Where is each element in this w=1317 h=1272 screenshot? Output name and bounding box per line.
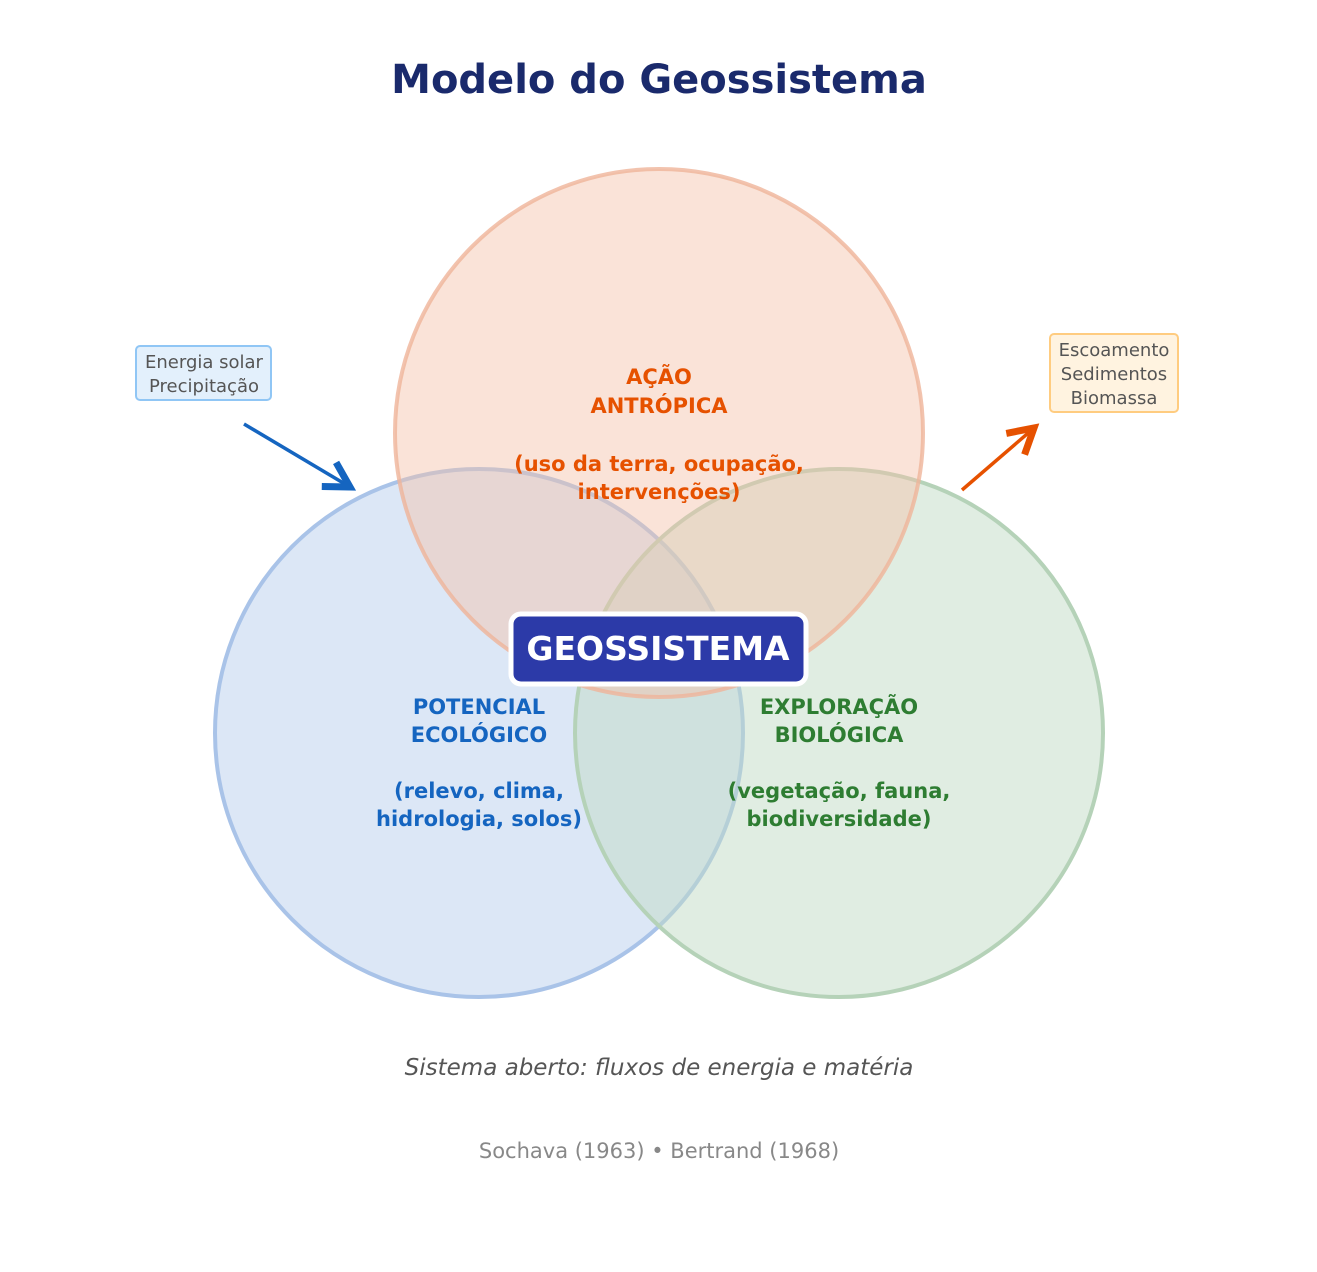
label-line: EXPLORAÇÃO: [760, 694, 918, 719]
label-line: AÇÃO: [626, 364, 692, 389]
label-line: ECOLÓGICO: [411, 722, 547, 747]
caption: Sistema aberto: fluxos de energia e maté…: [405, 1055, 914, 1081]
label-exploracao-biologica: EXPLORAÇÃO BIOLÓGICA (vegetação, fauna, …: [728, 694, 951, 831]
label-line: (uso da terra, ocupação,: [514, 452, 804, 476]
label-line: (vegetação, fauna,: [728, 779, 951, 803]
label-potencial-ecologico: POTENCIAL ECOLÓGICO (relevo, clima, hidr…: [376, 695, 582, 831]
label-line: BIOLÓGICA: [775, 722, 905, 747]
label-line: biodiversidade): [747, 807, 932, 831]
page-title: Modelo do Geossistema: [391, 57, 927, 103]
inputs-line: Energia solar: [145, 352, 264, 373]
outputs-line: Sedimentos: [1061, 364, 1167, 385]
label-acao-antropica: AÇÃO ANTRÓPICA (uso da terra, ocupação, …: [514, 364, 804, 504]
geossistema-box: [508, 611, 809, 687]
label-line: ANTRÓPICA: [590, 393, 728, 418]
label-line: (relevo, clima,: [394, 779, 564, 803]
input-arrow: [243, 422, 350, 487]
inputs-box: [135, 345, 272, 401]
inputs-line: Precipitação: [149, 376, 259, 397]
circle-acao-antropica: [393, 167, 925, 699]
outputs-box: [1049, 333, 1179, 413]
outputs-line: Biomassa: [1071, 388, 1158, 409]
outputs-line: Escoamento: [1059, 340, 1170, 361]
output-arrow: [960, 428, 1034, 492]
references: Sochava (1963) • Bertrand (1968): [479, 1139, 839, 1163]
label-line: intervenções): [578, 480, 741, 504]
label-line: hidrologia, solos): [376, 807, 582, 831]
label-line: POTENCIAL: [413, 695, 545, 719]
circle-exploracao-biologica: [573, 467, 1105, 999]
geossistema-label: GEOSSISTEMA: [526, 629, 790, 668]
